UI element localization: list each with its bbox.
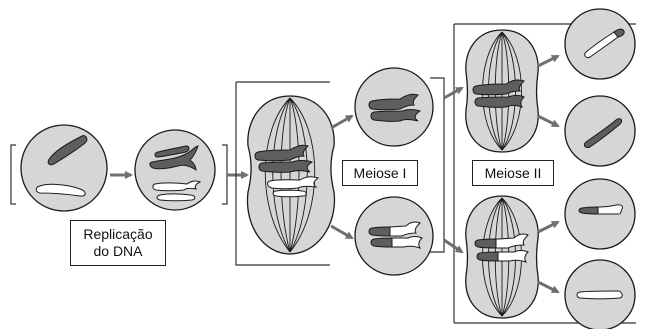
meiosis1-bracket — [235, 81, 330, 266]
arrow-icon — [537, 280, 560, 294]
sister-chromatid-light — [152, 180, 202, 192]
arrow-icon — [537, 54, 560, 68]
cell-meiosis2-bottom — [465, 195, 539, 319]
sister-chromatid-dark — [149, 145, 199, 171]
replication-label-line2: do DNA — [93, 243, 143, 259]
gamete-4 — [564, 259, 636, 329]
cell-meiosis2-top — [465, 29, 539, 153]
chromosome-dark — [47, 135, 88, 166]
meiosis2-label: Meiose II — [472, 160, 554, 186]
replication-label: Replicação do DNA — [70, 220, 166, 266]
cell-unreplicated — [20, 124, 108, 212]
arrow-icon — [330, 224, 354, 240]
cell-meiosis1 — [246, 95, 336, 255]
chromosome-light — [35, 183, 86, 197]
meiosis1-label: Meiose I — [342, 160, 418, 186]
gamete-2 — [564, 95, 636, 167]
cell-replicated — [134, 129, 216, 211]
gamete-3 — [564, 178, 636, 250]
cell-meiosis1-bottom — [354, 196, 434, 276]
replication-label-line1: Replicação — [83, 226, 153, 242]
gamete-1 — [564, 8, 636, 80]
arrow-icon — [330, 114, 354, 130]
arrow-icon — [537, 114, 560, 128]
cell-meiosis1-top — [354, 67, 434, 147]
arrow-icon — [537, 220, 560, 234]
